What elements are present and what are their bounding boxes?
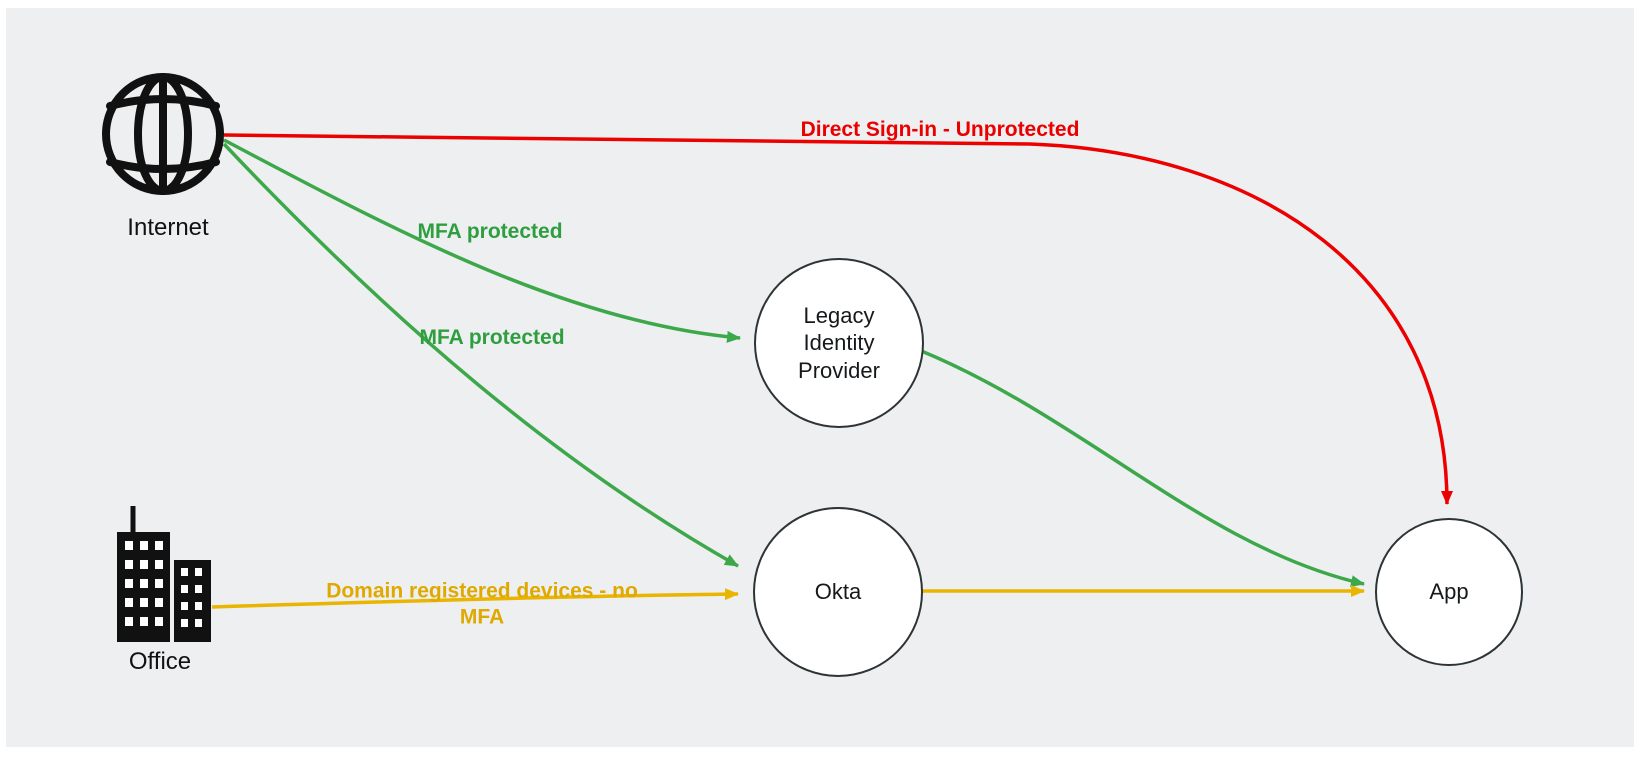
internet-globe-icon: [102, 73, 224, 195]
node-app-label: App: [1429, 579, 1469, 605]
edge-legacy-to-app: [918, 348, 1365, 587]
edge-mfa-okta: [222, 142, 739, 568]
edge-mfa-legacy: [223, 138, 741, 343]
edge-label-direct-signin: Direct Sign-in - Unprotected: [800, 118, 1080, 142]
office-label: Office: [128, 648, 192, 675]
edge-label-mfa-protected-legacy: MFA protected: [417, 220, 563, 244]
edge-label-domain-registered-devices: Domain registered devices - no MFA: [326, 579, 638, 628]
office-icon: [117, 506, 211, 642]
node-okta: Okta: [753, 507, 923, 677]
edge-label-mfa-protected-okta: MFA protected: [419, 326, 565, 350]
edge-direct-signin: [223, 133, 1453, 505]
node-okta-label: Okta: [814, 579, 862, 605]
node-legacy-identity-provider-label: Legacy Identity Provider: [798, 302, 880, 383]
edge-office-to-okta: [211, 588, 739, 609]
internet-label: Internet: [127, 214, 209, 241]
node-app: App: [1375, 518, 1523, 666]
node-legacy-identity-provider: Legacy Identity Provider: [754, 258, 924, 428]
